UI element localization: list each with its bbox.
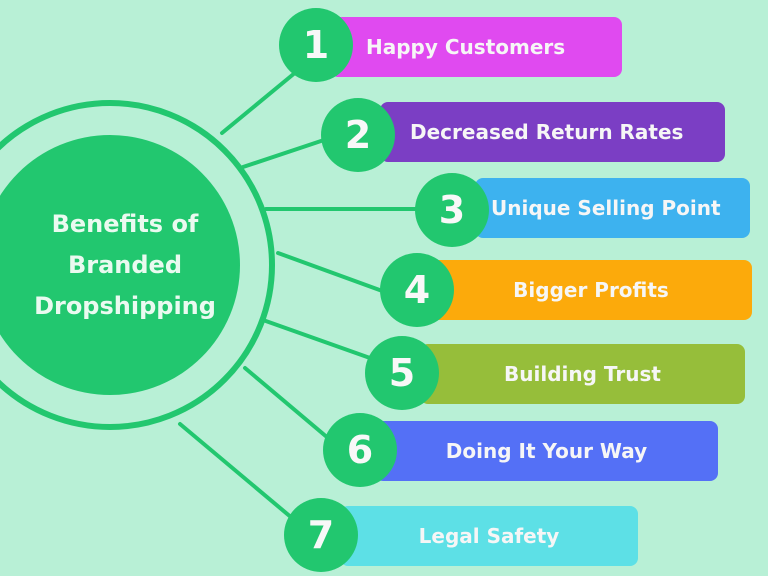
connector-6 <box>243 366 330 440</box>
benefit-number-4: 4 <box>380 253 454 327</box>
benefit-bar-4: Bigger Profits <box>430 260 752 320</box>
connector-4 <box>276 251 387 294</box>
benefit-label-5: Building Trust <box>504 362 661 386</box>
hub-title-line-1: Benefits of <box>51 209 199 238</box>
benefit-bar-6: Doing It Your Way <box>375 421 718 481</box>
benefit-bar-5: Building Trust <box>420 344 745 404</box>
benefit-number-3: 3 <box>415 173 489 247</box>
benefit-number-1: 1 <box>279 8 353 82</box>
hub-title-line-3: Dropshipping <box>34 291 216 320</box>
benefit-label-4: Bigger Profits <box>513 278 669 302</box>
benefit-number-2: 2 <box>321 98 395 172</box>
benefit-label-3: Unique Selling Point <box>491 196 721 220</box>
benefit-label-2: Decreased Return Rates <box>410 120 684 144</box>
benefit-bar-2: Decreased Return Rates <box>380 102 725 162</box>
connector-1 <box>220 70 298 135</box>
benefit-bar-7: Legal Safety <box>340 506 638 566</box>
benefit-number-5: 5 <box>365 336 439 410</box>
hub-title-line-2: Branded <box>67 250 183 279</box>
hub-circle: Benefits of Branded Dropshipping <box>0 135 240 395</box>
benefit-bar-1: Happy Customers <box>330 17 622 77</box>
connector-7 <box>178 422 294 520</box>
benefit-bar-3: Unique Selling Point <box>475 178 750 238</box>
hub-title: Benefits of Branded Dropshipping <box>20 204 230 327</box>
hub-outer-ring <box>0 100 275 430</box>
benefit-label-6: Doing It Your Way <box>445 439 648 463</box>
benefit-number-6: 6 <box>323 413 397 487</box>
connector-2 <box>241 138 326 169</box>
benefit-label-7: Legal Safety <box>418 524 560 548</box>
connector-5 <box>261 318 372 360</box>
benefit-label-1: Happy Customers <box>366 35 566 59</box>
benefit-number-7: 7 <box>284 498 358 572</box>
